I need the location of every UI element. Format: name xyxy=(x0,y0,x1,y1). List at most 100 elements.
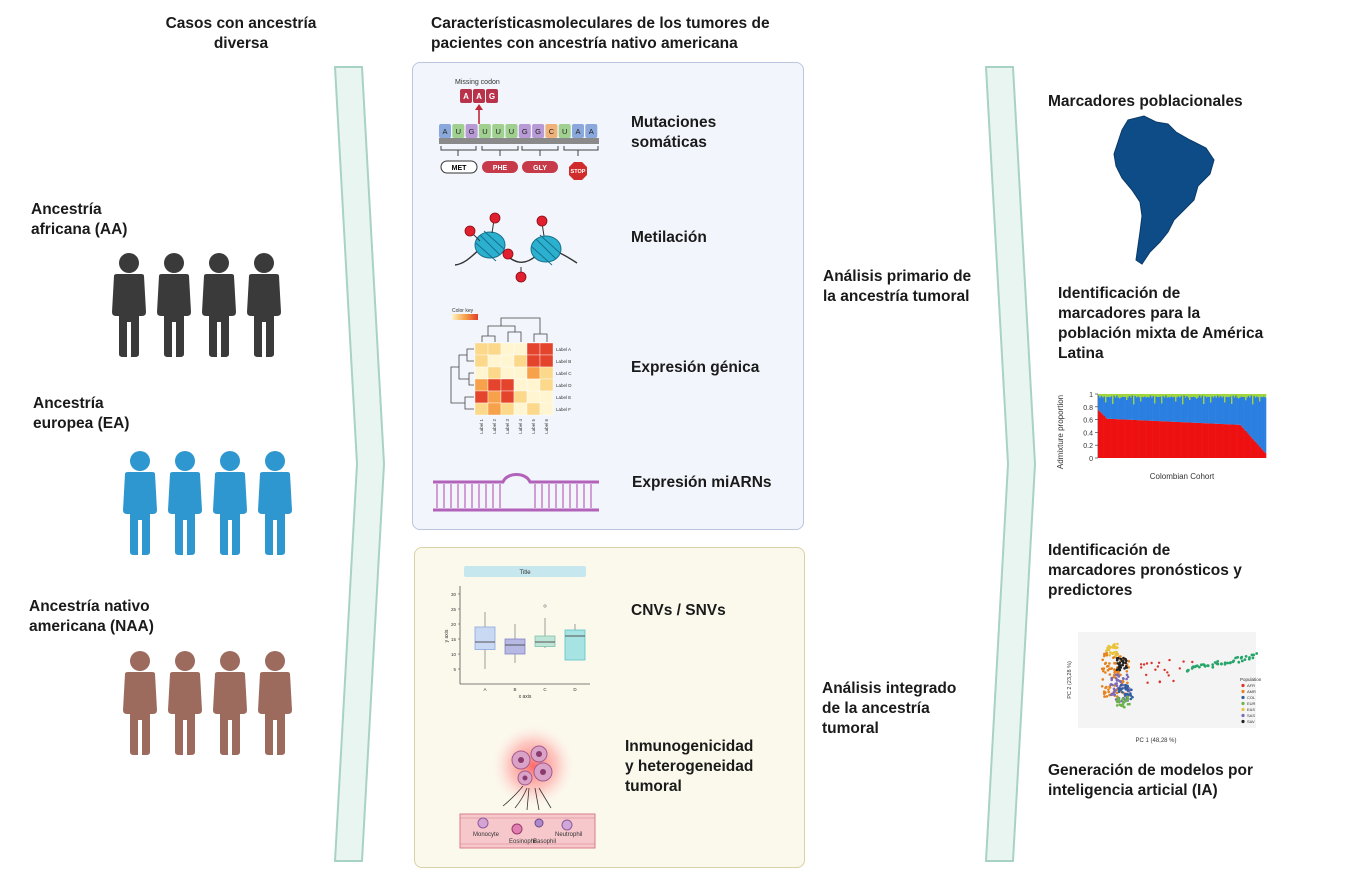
admixture-bar-native xyxy=(1149,420,1152,458)
admixture-bar-african xyxy=(1177,394,1180,397)
admixture-bar-european xyxy=(1154,403,1156,421)
admixture-bar-african xyxy=(1226,394,1229,397)
admixture-bar-african xyxy=(1210,394,1212,403)
nucleotide-tile xyxy=(558,124,571,138)
aa-met: MET xyxy=(452,165,468,172)
admixture-bar-african xyxy=(1162,394,1165,397)
pca-legend-marker xyxy=(1241,695,1245,700)
admixture-bar-european xyxy=(1197,397,1200,423)
nucleotide-letter: A xyxy=(575,127,580,136)
boxplot-y-tick: 10 xyxy=(451,652,457,657)
pca-legend-marker xyxy=(1241,707,1245,712)
nucleotide-tile xyxy=(505,124,518,138)
admixture-bar-african xyxy=(1154,394,1156,404)
person-icon xyxy=(213,451,247,555)
admixture-bar-native xyxy=(1257,445,1260,458)
admixture-bar-european xyxy=(1177,396,1180,422)
group-label-naa: Ancestría nativo americana (NAA) xyxy=(29,597,154,637)
pca-point xyxy=(1150,661,1153,665)
aa-gly-box xyxy=(522,161,558,173)
pca-point xyxy=(1220,662,1223,666)
admixture-bar-native xyxy=(1264,452,1267,458)
admixture-bar-native xyxy=(1243,429,1246,458)
boxplot-box: D xyxy=(564,624,586,692)
admixture-bar-native xyxy=(1112,418,1114,458)
admixture-bar-european xyxy=(1106,396,1109,419)
pca-point xyxy=(1126,681,1129,685)
admixture-bar-european xyxy=(1099,397,1102,412)
admixture-bar-african xyxy=(1257,394,1260,398)
pca-point xyxy=(1157,661,1161,664)
admixture-bar-european xyxy=(1134,395,1137,420)
admixture-bar-african xyxy=(1134,394,1137,396)
pca-point xyxy=(1112,675,1115,679)
pca-point xyxy=(1124,683,1127,687)
admixture-bar-african xyxy=(1098,394,1100,396)
aa-phe: PHE xyxy=(493,165,508,172)
pca-point xyxy=(1248,656,1251,659)
admixture-bar-european xyxy=(1243,396,1246,430)
admixture-y-tick: 0 xyxy=(1089,456,1093,463)
admixture-bar-native xyxy=(1107,418,1110,458)
admixture-bar-european xyxy=(1215,397,1218,424)
admixture-bar-native xyxy=(1207,423,1209,458)
left-column-header: Casos con ancestría diversa xyxy=(150,14,332,54)
admixture-bar-european xyxy=(1200,397,1202,424)
admixture-bar-african xyxy=(1243,394,1246,397)
admixture-bar-european xyxy=(1126,400,1128,420)
admixture-bar-european xyxy=(1100,395,1103,414)
nucleotide-letter: U xyxy=(562,127,567,136)
heatmap-cell xyxy=(500,366,515,380)
pca-point xyxy=(1146,681,1149,684)
admixture-bar-european xyxy=(1114,397,1117,420)
admixture-bar-native xyxy=(1198,422,1201,458)
admixture-bar-african xyxy=(1135,394,1138,398)
pca-point xyxy=(1226,661,1230,665)
admixture-bar-african xyxy=(1152,394,1155,396)
people-group-aa xyxy=(112,253,281,357)
pca-point xyxy=(1108,673,1112,676)
heatmap-cell xyxy=(500,354,515,368)
admixture-bar-african xyxy=(1106,394,1109,397)
admixture-bar-african xyxy=(1149,394,1152,396)
admixture-bar-african xyxy=(1175,394,1177,402)
admixture-bar-native xyxy=(1239,424,1242,458)
heatmap-cell xyxy=(500,390,515,404)
heatmap-cell xyxy=(526,366,541,380)
admixture-bar-native xyxy=(1263,451,1265,458)
admixture-bar-african xyxy=(1187,394,1190,398)
admixture-bar-african xyxy=(1207,394,1209,397)
admixture-bar-european xyxy=(1224,402,1226,425)
admixture-bar-european xyxy=(1242,396,1244,428)
boxplot-y-tick: 30 xyxy=(451,592,457,597)
mixed-population-label: Identificación de marcadores para la pob… xyxy=(1058,284,1263,364)
nucleotide-letter: C xyxy=(549,127,555,136)
person-icon xyxy=(123,651,157,755)
admixture-bar-african xyxy=(1208,394,1211,397)
immunogenicity-illustration: Monocyte Eosinophil Basophil Neutrophil xyxy=(459,726,596,849)
admixture-bar-african xyxy=(1180,394,1183,396)
boxplot-category-label: B xyxy=(513,687,516,692)
immune-label-eosinophil: Eosinophil xyxy=(509,839,537,845)
pca-point xyxy=(1120,683,1123,687)
admixture-bar-african xyxy=(1124,394,1127,398)
admixture-bar-european xyxy=(1201,395,1204,424)
primary-analysis-label: Análisis primario de la ancestría tumora… xyxy=(823,267,971,307)
pca-point xyxy=(1124,665,1128,668)
person-icon xyxy=(123,451,157,555)
admixture-bar-european xyxy=(1214,395,1216,424)
pca-panel xyxy=(1078,632,1256,728)
pca-point xyxy=(1115,657,1119,660)
pca-point xyxy=(1223,661,1227,665)
nucleotide-tile xyxy=(492,124,505,138)
nucleosome-icon xyxy=(474,230,506,262)
heatmap-cell xyxy=(539,342,554,356)
nucleotide-letter: U xyxy=(482,127,487,136)
pca-point xyxy=(1122,677,1125,680)
admixture-bar-european xyxy=(1145,397,1148,421)
admixture-bar-european xyxy=(1193,396,1195,423)
pca-point xyxy=(1121,703,1125,706)
admixture-bar-european xyxy=(1127,397,1130,420)
admixture-bar-african xyxy=(1127,394,1130,398)
